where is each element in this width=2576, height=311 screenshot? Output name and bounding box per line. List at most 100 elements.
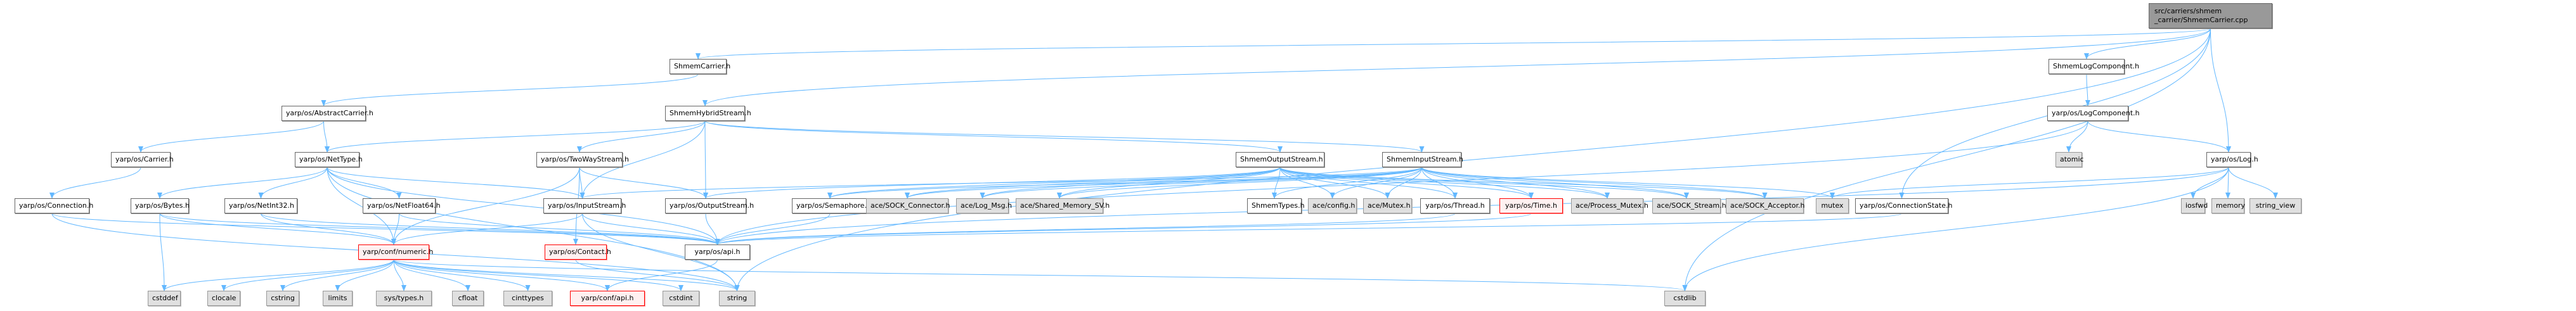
edge-numeric-to-clocale: [221, 259, 394, 291]
include-node-cinttypes[interactable]: cinttypes: [503, 291, 552, 306]
include-node-string-view[interactable]: string_view: [2249, 198, 2301, 213]
include-node-shmeminputstream[interactable]: ShmemInputStream.h: [1382, 152, 1463, 167]
include-node-time[interactable]: yarp/os/Time.h: [1499, 198, 1563, 213]
edge-nettype-to-bytes: [157, 167, 328, 199]
include-node-connectionstate[interactable]: yarp/os/ConnectionState.h: [1855, 198, 1952, 213]
include-node-ace-mutex[interactable]: ace/Mutex.h: [1363, 198, 1412, 213]
edge-root-to-shmemcarrier: [696, 28, 2211, 60]
include-node-bytes[interactable]: yarp/os/Bytes.h: [131, 198, 190, 213]
include-node-shmemtypes[interactable]: ShmemTypes.h: [1247, 198, 1305, 213]
include-node-process-mutex[interactable]: ace/Process_Mutex.h: [1571, 198, 1648, 213]
edge-twowaystream-to-outputstream: [579, 167, 708, 199]
edge-root-to-shmemlogcomponent: [2084, 28, 2211, 60]
edge-abstractcarrier-to-carrier: [138, 120, 324, 153]
edge-shmeminputstream-to-inputstream: [579, 167, 1422, 199]
edge-log-to-string_view: [2228, 167, 2278, 199]
edge-log-to-mutex: [1830, 167, 2229, 199]
edge-numeric-to-conf_api: [393, 259, 610, 291]
edge-nettype-to-netint32: [258, 167, 328, 199]
edge-shmemoutputstream-to-semaphore: [827, 167, 1281, 199]
include-node-cstring[interactable]: cstring: [266, 291, 299, 306]
edge-numeric-to-cinttypes: [393, 259, 531, 291]
include-node-shmemhybridstream[interactable]: ShmemHybridStream.h: [665, 106, 751, 121]
edge-shmemcarrier-to-abstractcarrier: [321, 73, 699, 106]
edge-shmemoutputstream-to-thread: [1279, 167, 1458, 199]
include-node-netint32[interactable]: yarp/os/NetInt32.h: [224, 198, 297, 213]
include-node-sock-acceptor[interactable]: ace/SOCK_Acceptor.h: [1726, 198, 1805, 213]
include-node-memory[interactable]: memory: [2211, 198, 2245, 213]
edge-shmeminputstream-to-semaphore: [827, 167, 1422, 199]
edge-shmeminputstream-to-ace_config: [1330, 167, 1422, 199]
include-node-shared-memory-sv[interactable]: ace/Shared_Memory_SV.h: [1016, 198, 1110, 213]
include-node-semaphore[interactable]: yarp/os/Semaphore.h: [792, 198, 871, 213]
edge-shmeminputstream-to-sock_acceptor: [1421, 167, 1768, 199]
include-node-sys-types[interactable]: sys/types.h: [376, 291, 432, 306]
edge-shmemhybridstream-to-inputstream: [579, 120, 706, 199]
include-node-conf-api[interactable]: yarp/conf/api.h: [570, 291, 645, 306]
edge-shmeminputstream-to-log_msg: [980, 167, 1422, 199]
edge-nettype-to-string: [327, 167, 740, 291]
include-node-log-msg[interactable]: ace/Log_Msg.h: [956, 198, 1012, 213]
include-node-atomic[interactable]: atomic: [2055, 152, 2084, 167]
include-node-nettype[interactable]: yarp/os/NetType.h: [295, 152, 363, 167]
edge-logcomponent-to-atomic: [2066, 120, 2088, 153]
edge-shmemoutputstream-to-sock_stream: [1279, 167, 1689, 199]
include-node-shmemlogcomponent[interactable]: ShmemLogComponent.h: [2049, 59, 2139, 74]
edge-shmeminputstream-to-sock_stream: [1421, 167, 1689, 199]
include-node-ace-config[interactable]: ace/config.h: [1308, 198, 1357, 213]
edge-bytes-to-cstddef: [159, 213, 167, 291]
include-node-os-api[interactable]: yarp/os/api.h: [685, 244, 750, 260]
include-node-cstdlib[interactable]: cstdlib: [1664, 291, 1705, 306]
edge-numeric-to-cfloat: [393, 259, 470, 291]
include-node-thread[interactable]: yarp/os/Thread.h: [1420, 198, 1490, 213]
edge-numeric-to-cstdlib: [393, 259, 1687, 291]
include-node-outputstream[interactable]: yarp/os/OutputStream.h: [665, 198, 754, 213]
include-node-clocale[interactable]: clocale: [207, 291, 240, 306]
edge-shmeminputstream-to-mutex: [1421, 167, 1835, 199]
edge-os_api-to-conf_api: [605, 259, 718, 291]
include-node-limits[interactable]: limits: [323, 291, 353, 306]
edge-semaphore-to-os_api: [715, 213, 831, 245]
edge-shmemhybridstream-to-outputstream: [702, 120, 708, 199]
include-node-connection[interactable]: yarp/os/Connection.h: [15, 198, 93, 213]
include-node-carrier[interactable]: yarp/os/Carrier.h: [111, 152, 174, 167]
edge-shmemoutputstream-to-sock_acceptor: [1279, 167, 1768, 199]
include-node-logcomponent[interactable]: yarp/os/LogComponent.h: [2047, 106, 2140, 121]
edge-inputstream-to-numeric: [391, 213, 583, 245]
edge-shmemoutputstream-to-process_mutex: [1279, 167, 1610, 199]
include-node-string[interactable]: string: [719, 291, 755, 306]
include-node-inputstream[interactable]: yarp/os/InputStream.h: [543, 198, 626, 213]
edge-shmeminputstream-to-thread: [1421, 167, 1458, 199]
include-node-mutex[interactable]: mutex: [1816, 198, 1849, 213]
edge-log-to-memory: [2225, 167, 2231, 199]
edge-numeric-to-cstdint: [393, 259, 683, 291]
include-node-shmemcarrier[interactable]: ShmemCarrier.h: [670, 59, 730, 74]
include-node-cstdint[interactable]: cstdint: [663, 291, 699, 306]
edge-numeric-to-string: [393, 259, 740, 291]
include-node-shmemoutputstream[interactable]: ShmemOutputStream.h: [1236, 152, 1324, 167]
edge-shmemhybridstream-to-nettype: [325, 120, 706, 153]
edge-inputstream-to-os_api: [582, 213, 720, 245]
edge-root-to-string: [734, 28, 2211, 291]
edge-root-to-shmemhybridstream: [702, 28, 2211, 106]
include-node-sock-stream[interactable]: ace/SOCK_Stream.h: [1652, 198, 1726, 213]
edge-nettype-to-os_api: [327, 167, 720, 245]
include-node-log[interactable]: yarp/os/Log.h: [2206, 152, 2258, 167]
edge-twowaystream-to-numeric: [391, 167, 580, 245]
include-node-twowaystream[interactable]: yarp/os/TwoWayStream.h: [536, 152, 629, 167]
root-file-node: src/carriers/shmem _carrier/ShmemCarrier…: [2149, 3, 2272, 29]
edge-logcomponent-to-os_api: [715, 120, 2088, 245]
include-node-sock-connector[interactable]: ace/SOCK_Connector.h: [866, 198, 950, 213]
include-node-abstractcarrier[interactable]: yarp/os/AbstractCarrier.h: [282, 106, 373, 121]
include-node-cfloat[interactable]: cfloat: [452, 291, 484, 306]
include-node-iosfwd[interactable]: iosfwd: [2181, 198, 2208, 213]
edge-abstractcarrier-to-nettype: [323, 120, 330, 153]
include-node-netfloat64[interactable]: yarp/os/NetFloat64.h: [363, 198, 441, 213]
edge-logcomponent-to-log: [2087, 120, 2231, 153]
include-node-numeric[interactable]: yarp/conf/numeric.h: [358, 244, 433, 260]
edge-shmeminputstream-to-sock_connector: [905, 167, 1422, 199]
include-node-contact[interactable]: yarp/os/Contact.h: [545, 244, 611, 260]
include-node-cstddef[interactable]: cstddef: [148, 291, 181, 306]
